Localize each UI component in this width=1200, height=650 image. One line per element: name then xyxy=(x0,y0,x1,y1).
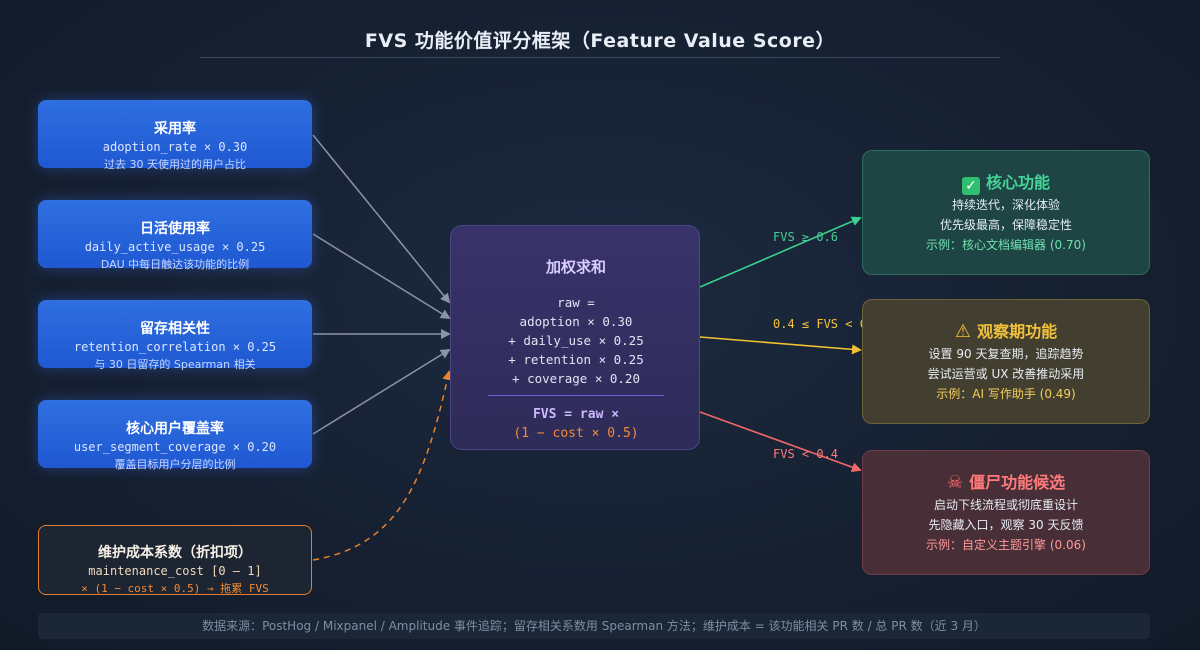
input-note: 与 30 日留存的 Spearman 相关 xyxy=(94,358,256,371)
input-note: 过去 30 天使用过的用户占比 xyxy=(104,158,246,171)
outcome-title: 核心功能 xyxy=(985,173,1050,192)
arrow-sum-to-zombie xyxy=(699,411,862,472)
calc-line: adoption × 0.30 xyxy=(519,314,633,329)
data-source-footer: 数据来源：PostHog / Mixpanel / Amplitude 事件追踪… xyxy=(38,613,1150,639)
arrow-sum-to-core xyxy=(699,216,862,288)
input-adoption-rate: 采用率 adoption_rate × 0.30 过去 30 天使用过的用户占比 xyxy=(38,100,312,171)
weighted-sum-box: 加权求和 raw = adoption × 0.30 + daily_use ×… xyxy=(450,225,700,450)
input-title: 核心用户覆盖率 xyxy=(126,421,224,437)
zombie-icon: ☠ xyxy=(946,472,964,493)
input-note: DAU 中每日触达该功能的比例 xyxy=(100,258,250,271)
outcome-example: 示例：核心文档编辑器 (0.70) xyxy=(926,238,1086,252)
input-note: 覆盖目标用户分层的比例 xyxy=(114,458,236,471)
calc-line: + coverage × 0.20 xyxy=(512,371,640,386)
cost-title: 维护成本系数（折扣项） xyxy=(98,545,252,561)
calc-line: + daily_use × 0.25 xyxy=(508,333,644,348)
arrow-coverage-to-sum xyxy=(312,348,451,435)
outcome-header: ✓ 核心功能 xyxy=(863,169,1149,195)
arrow-cost-to-sum xyxy=(312,370,453,561)
condition-watch-label: 0.4 ≤ FVS < 0.6 xyxy=(773,317,882,331)
outcome-example: 示例：AI 写作助手 (0.49) xyxy=(936,387,1076,401)
formula-divider xyxy=(488,395,664,396)
fvs-formula: FVS = raw × xyxy=(532,407,620,422)
outcome-header: ☠ 僵尸功能候选 xyxy=(863,469,1149,493)
weighted-sum-title: 加权求和 xyxy=(545,258,606,276)
outcome-zombie-feature: ☠ 僵尸功能候选 启动下线流程或彻底重设计 先隐藏入口，观察 30 天反馈 示例：… xyxy=(862,450,1150,575)
fvs-discount: (1 − cost × 0.5) xyxy=(513,426,639,441)
outcome-line: 持续迭代，深化体验 xyxy=(951,198,1060,212)
outcome-line: 优先级最高，保障稳定性 xyxy=(939,218,1072,232)
input-formula: retention_correlation × 0.25 xyxy=(73,340,277,354)
condition-zombie-label: FVS < 0.4 xyxy=(773,447,839,461)
outcome-line: 先隐藏入口，观察 30 天反馈 xyxy=(928,518,1084,532)
cost-formula: maintenance_cost [0 — 1] xyxy=(88,564,262,578)
title-divider xyxy=(200,57,1000,58)
input-formula: user_segment_coverage × 0.20 xyxy=(73,440,277,454)
warning-icon: ⚠ xyxy=(954,321,972,342)
outcome-title: 观察期功能 xyxy=(977,322,1058,341)
arrow-sum-to-watch xyxy=(699,336,862,355)
outcome-line: 尝试运营或 UX 改善推动采用 xyxy=(927,367,1085,381)
input-formula: adoption_rate × 0.30 xyxy=(102,140,248,154)
input-formula: daily_active_usage × 0.25 xyxy=(84,240,266,254)
calc-line: raw = xyxy=(557,295,595,310)
arrow-adoption-to-sum xyxy=(312,134,451,304)
outcome-core-feature: ✓ 核心功能 持续迭代，深化体验 优先级最高，保障稳定性 示例：核心文档编辑器 (… xyxy=(862,150,1150,275)
maintenance-cost-box: 维护成本系数（折扣项） maintenance_cost [0 — 1] × (… xyxy=(38,525,312,595)
diagram-title: FVS 功能价值评分框架（Feature Value Score） xyxy=(364,30,836,52)
outcome-watch-feature: ⚠ 观察期功能 设置 90 天复查期，追踪趋势 尝试运营或 UX 改善推动采用 示… xyxy=(862,299,1150,424)
outcome-header: ⚠ 观察期功能 xyxy=(863,318,1149,342)
arrow-daily-to-sum xyxy=(312,233,451,320)
input-retention-correlation: 留存相关性 retention_correlation × 0.25 与 30 … xyxy=(38,300,312,371)
input-title: 留存相关性 xyxy=(140,321,210,337)
input-title: 采用率 xyxy=(154,121,196,137)
input-title: 日活使用率 xyxy=(140,221,210,237)
calc-line: + retention × 0.25 xyxy=(508,352,644,367)
input-user-segment-coverage: 核心用户覆盖率 user_segment_coverage × 0.20 覆盖目… xyxy=(38,400,312,471)
outcome-example: 示例：自定义主题引擎 (0.06) xyxy=(926,538,1086,552)
outcome-line: 启动下线流程或彻底重设计 xyxy=(933,498,1078,512)
cost-note: × (1 − cost × 0.5) → 拖累 FVS xyxy=(81,582,269,595)
input-daily-active-usage: 日活使用率 daily_active_usage × 0.25 DAU 中每日触… xyxy=(38,200,312,271)
outcome-line: 设置 90 天复查期，追踪趋势 xyxy=(928,347,1084,361)
condition-core-label: FVS ≥ 0.6 xyxy=(773,230,839,244)
outcome-title: 僵尸功能候选 xyxy=(969,473,1066,492)
check-icon: ✓ xyxy=(961,177,980,195)
